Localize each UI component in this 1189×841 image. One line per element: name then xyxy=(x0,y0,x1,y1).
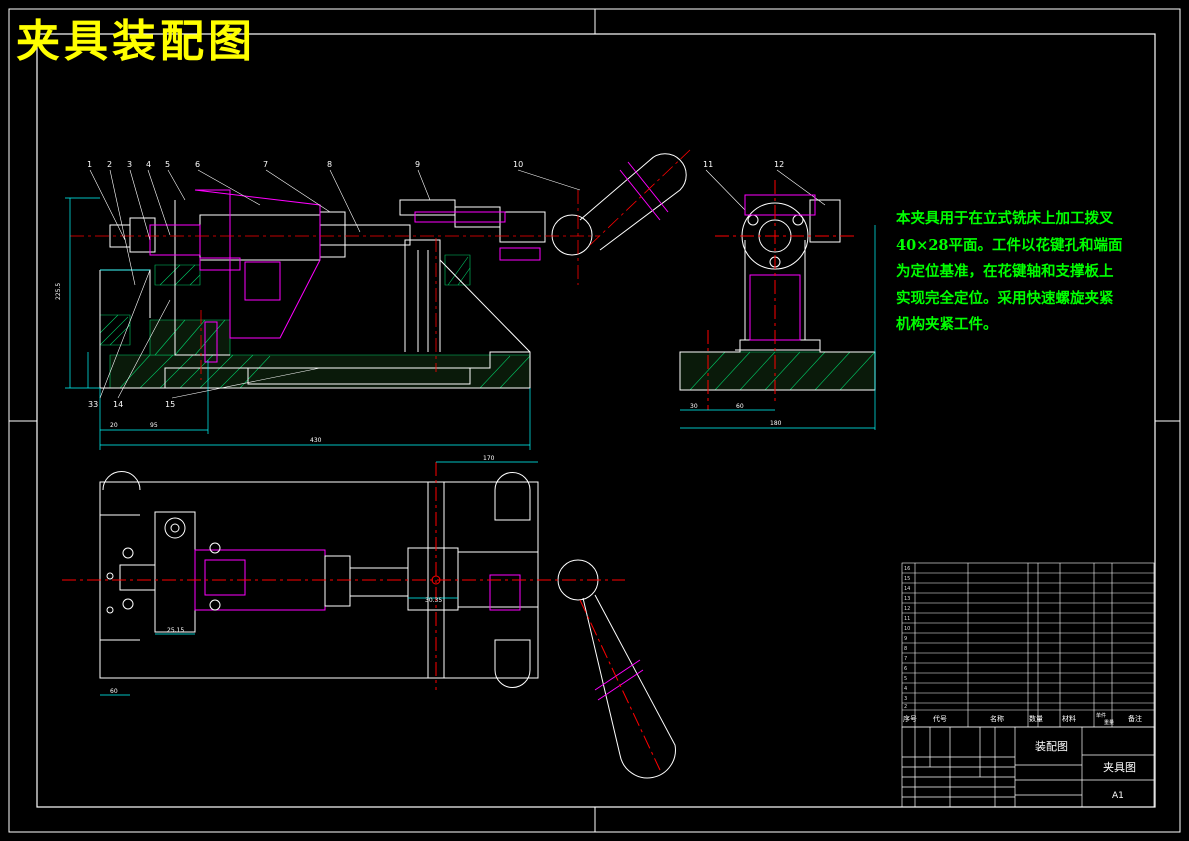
svg-text:10: 10 xyxy=(904,626,910,632)
svg-text:8: 8 xyxy=(904,646,907,652)
front-view: 430 95 20 225.5 xyxy=(55,149,876,450)
svg-text:430: 430 xyxy=(310,437,322,444)
svg-text:7: 7 xyxy=(904,656,907,662)
svg-text:4: 4 xyxy=(904,686,907,692)
svg-text:2: 2 xyxy=(904,704,907,710)
svg-text:11: 11 xyxy=(904,616,910,622)
title-block xyxy=(901,726,1155,808)
svg-text:14: 14 xyxy=(904,586,910,592)
parts-list xyxy=(901,562,1155,728)
svg-text:30: 30 xyxy=(690,403,698,410)
description-line: 为定位基准，在花键轴和支撑板上 xyxy=(896,263,1114,280)
svg-text:170: 170 xyxy=(483,455,495,462)
svg-text:95: 95 xyxy=(150,422,158,429)
description-note: 本夹具用于在立式铣床上加工拨叉 40×28平面。工件以花键孔和端面 为定位基准，… xyxy=(896,206,1123,339)
svg-text:60: 60 xyxy=(736,403,744,410)
svg-text:30.35: 30.35 xyxy=(425,597,442,604)
description-line: 机构夹紧工件。 xyxy=(896,316,998,333)
svg-text:60: 60 xyxy=(110,688,118,695)
svg-text:3: 3 xyxy=(904,696,907,702)
description-line: 40×28平面。工件以花键孔和端面 xyxy=(896,236,1123,254)
page-title: 夹具装配图 xyxy=(16,16,256,67)
svg-text:5: 5 xyxy=(904,676,907,682)
description-line: 实现完全定位。采用快速螺旋夹紧 xyxy=(896,289,1114,307)
side-view xyxy=(679,180,876,430)
sheet-border xyxy=(8,8,1181,833)
svg-text:9: 9 xyxy=(904,636,907,642)
svg-text:15: 15 xyxy=(904,576,910,582)
top-view xyxy=(62,461,676,779)
svg-text:16: 16 xyxy=(904,566,910,572)
svg-text:20: 20 xyxy=(110,422,118,429)
svg-text:6: 6 xyxy=(904,666,907,672)
svg-text:12: 12 xyxy=(904,606,910,612)
svg-text:180: 180 xyxy=(770,420,782,427)
base-hatch xyxy=(99,254,876,391)
svg-text:225.5: 225.5 xyxy=(55,283,62,300)
svg-text:25.15: 25.15 xyxy=(167,627,184,634)
svg-text:13: 13 xyxy=(904,596,910,602)
description-line: 本夹具用于在立式铣床上加工拨叉 xyxy=(896,210,1114,227)
